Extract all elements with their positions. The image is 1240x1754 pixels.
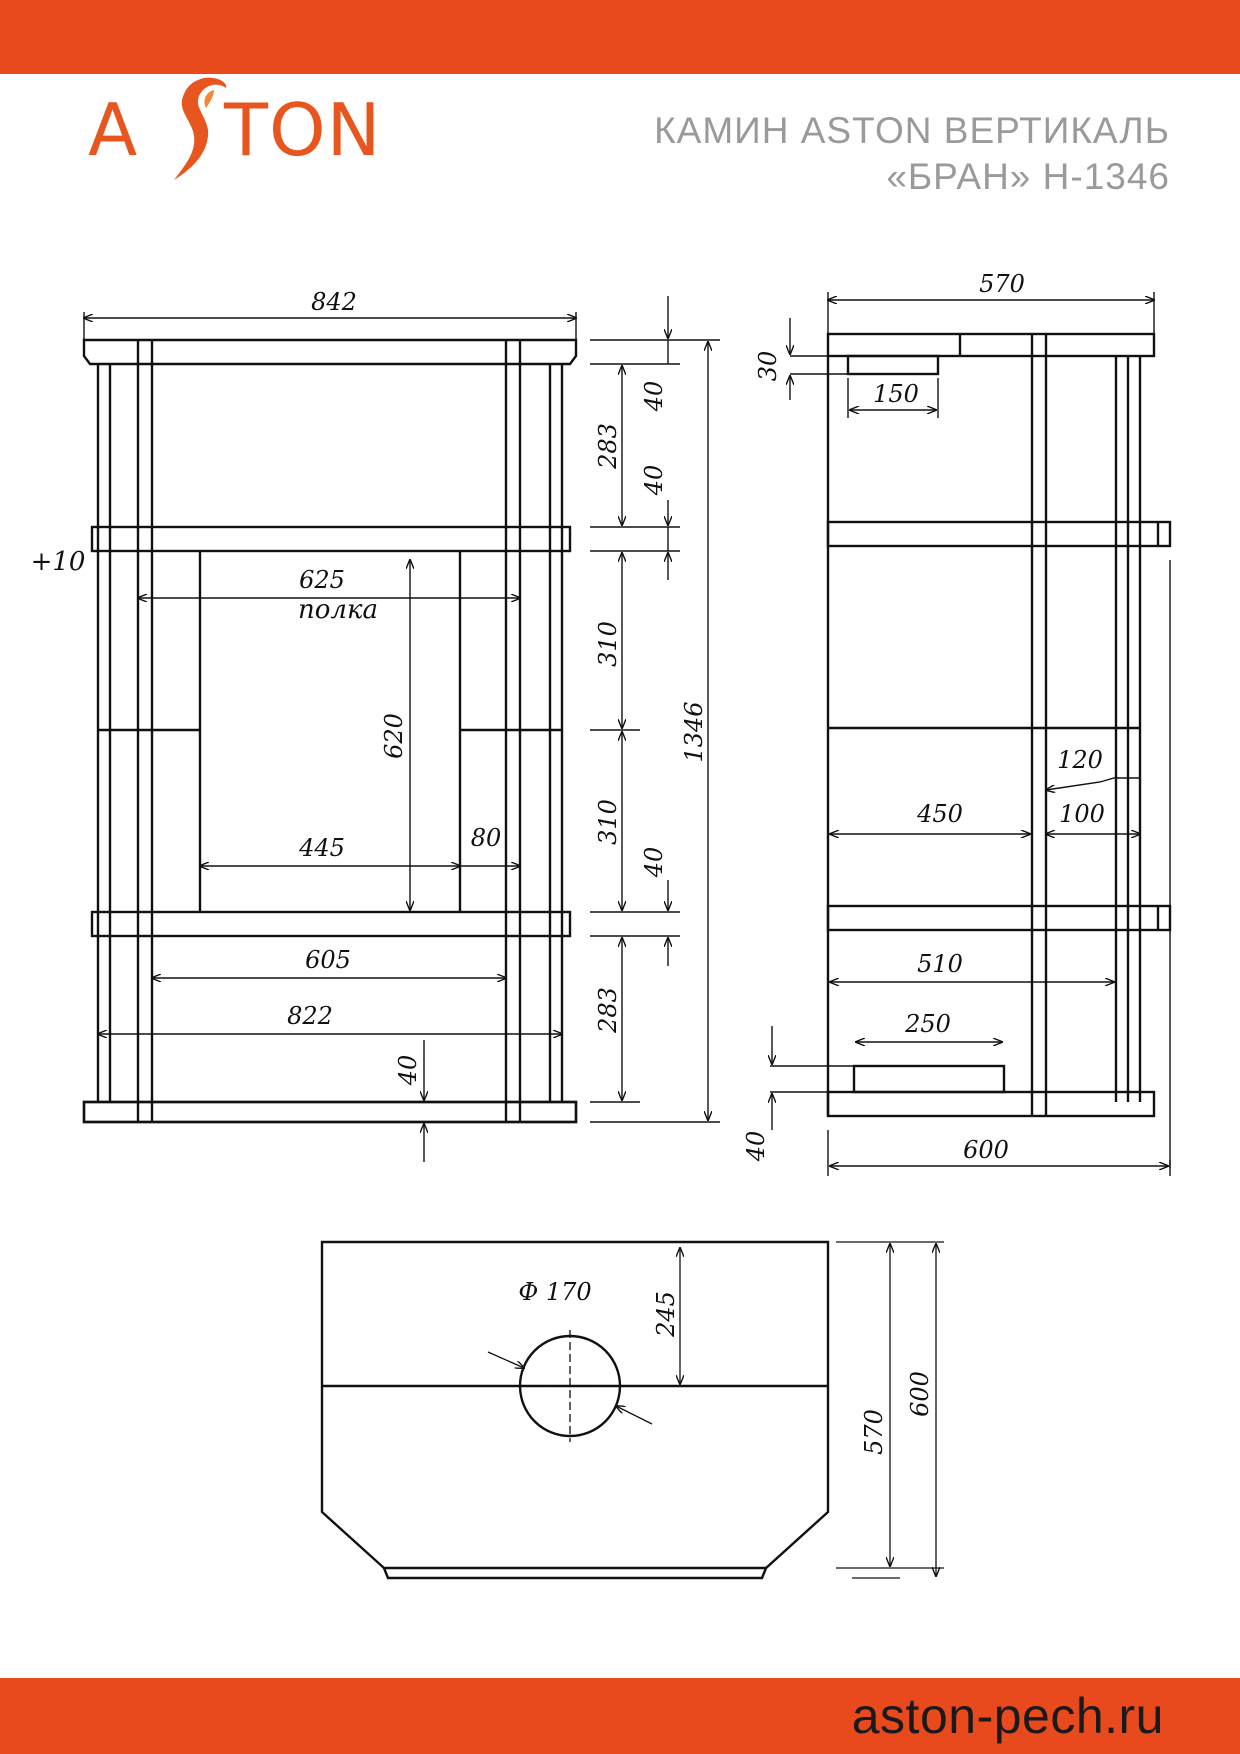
front-view (82, 338, 578, 1124)
title-line-1: КАМИН ASTON ВЕРТИКАЛЬ (654, 110, 1170, 151)
dim-diameter: Ф 170 (518, 1278, 591, 1306)
dim-30: 30 (754, 351, 782, 382)
dim-40-b: 40 (640, 465, 668, 497)
dim-570-plan: 570 (860, 1409, 888, 1455)
aston-logo: A TON (88, 77, 381, 180)
shelf-label: полка (298, 595, 378, 625)
website-link[interactable]: aston-pech.ru (851, 1688, 1164, 1744)
dim-445: 445 (298, 834, 345, 862)
dim-625: 625 (299, 566, 345, 594)
side-view (826, 332, 1172, 1118)
offset-note: +10 (31, 547, 86, 577)
dim-100: 100 (1059, 800, 1105, 828)
dim-40-side: 40 (742, 1131, 770, 1163)
dim-605: 605 (305, 946, 351, 974)
dim-40-c: 40 (640, 847, 668, 879)
top-band (0, 0, 1240, 74)
dim-310-b: 310 (594, 799, 622, 845)
dim-822: 822 (287, 1002, 333, 1030)
dim-842: 842 (311, 288, 357, 316)
dim-245: 245 (652, 1291, 680, 1338)
dim-310-a: 310 (594, 621, 622, 667)
dim-base-40: 40 (394, 1055, 422, 1087)
dim-600-plan: 600 (906, 1371, 934, 1417)
dim-620: 620 (380, 713, 408, 759)
dim-283-bottom: 283 (594, 987, 622, 1034)
bottom-band (0, 1678, 1240, 1754)
dim-1346: 1346 (680, 701, 708, 762)
dim-250: 250 (904, 1010, 951, 1038)
side-dimensions: 570 30 150 120 450 100 510 250 40 600 (742, 270, 1105, 1164)
page-title: КАМИН ASTON ВЕРТИКАЛЬ «БРАН» Н-1346 (654, 108, 1170, 200)
dim-120: 120 (1057, 746, 1103, 774)
front-dimensions: 842 625 полка 620 445 80 605 822 283 40 … (31, 288, 708, 1086)
dim-283-top: 283 (594, 423, 622, 470)
title-line-2: «БРАН» Н-1346 (886, 156, 1170, 197)
dim-600-bottom: 600 (963, 1136, 1009, 1164)
dim-150: 150 (873, 380, 919, 408)
logo-letters: TON (224, 88, 382, 172)
dim-450: 450 (916, 800, 963, 828)
plan-dimensions: Ф 170 245 570 600 (518, 1278, 934, 1455)
dim-570-top: 570 (979, 270, 1025, 298)
dim-80: 80 (471, 824, 502, 852)
dim-510: 510 (917, 950, 963, 978)
logo-letter-a: A (88, 88, 139, 172)
dim-40-a: 40 (640, 381, 668, 413)
flame-s-icon (174, 77, 227, 180)
